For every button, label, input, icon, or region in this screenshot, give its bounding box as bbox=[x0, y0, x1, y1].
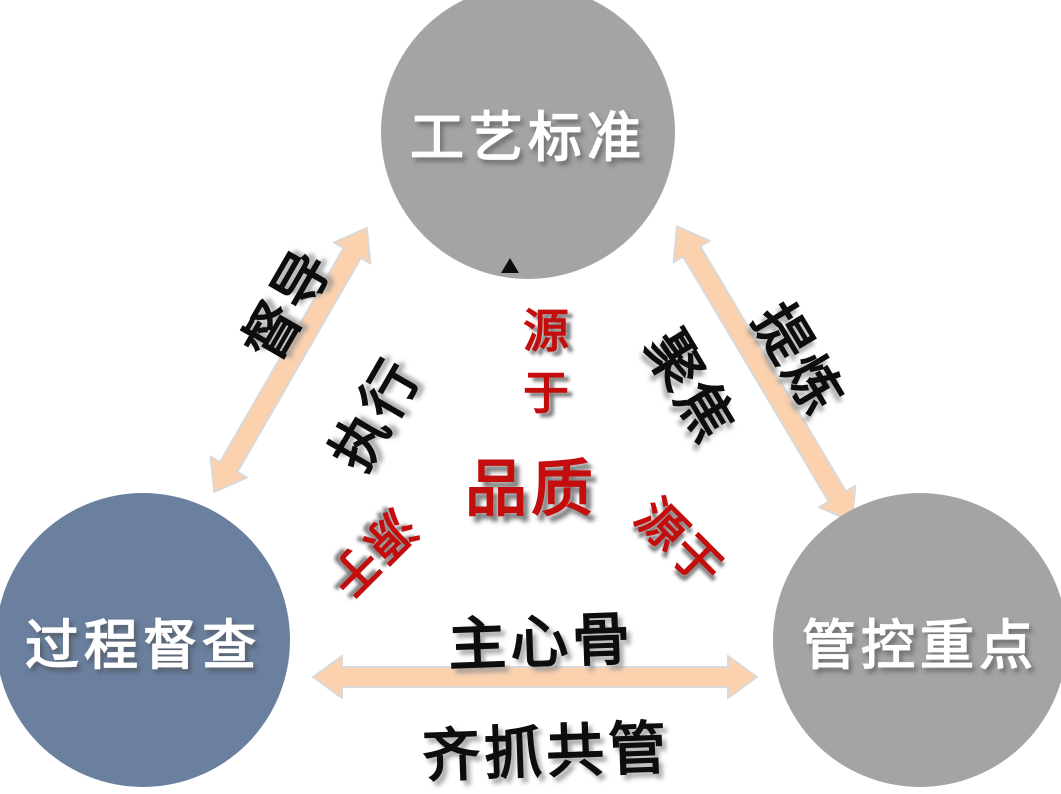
edge-label-left-inner: 执行 bbox=[318, 347, 433, 482]
node-process-supervision: 过程督查 bbox=[0, 493, 290, 787]
node-process-standards-label: 工艺标准 bbox=[410, 107, 646, 168]
origin-label-right: 源于 bbox=[625, 489, 734, 598]
origin-label-top: 源于 bbox=[523, 305, 569, 420]
edge-label-right-outer: 提炼 bbox=[741, 292, 856, 427]
node-control-priorities-label: 管控重点 bbox=[802, 615, 1038, 676]
double-arrow-left-edge bbox=[194, 216, 386, 504]
small-triangle-mark bbox=[501, 258, 519, 273]
double-arrow-shape bbox=[311, 654, 759, 700]
node-control-priorities: 管控重点 bbox=[773, 493, 1061, 787]
center-quality-label: 品质 bbox=[465, 455, 598, 524]
edge-label-bottom-upper: 主心骨 bbox=[447, 606, 636, 679]
double-arrow-shape bbox=[208, 226, 372, 494]
node-process-supervision-label: 过程督查 bbox=[25, 615, 261, 676]
node-process-standards: 工艺标准 bbox=[381, 0, 675, 279]
double-arrow-bottom-edge bbox=[311, 654, 759, 700]
origin-label-left: 源于 bbox=[317, 499, 426, 608]
edge-label-bottom-lower: 齐抓共管 bbox=[421, 715, 672, 790]
